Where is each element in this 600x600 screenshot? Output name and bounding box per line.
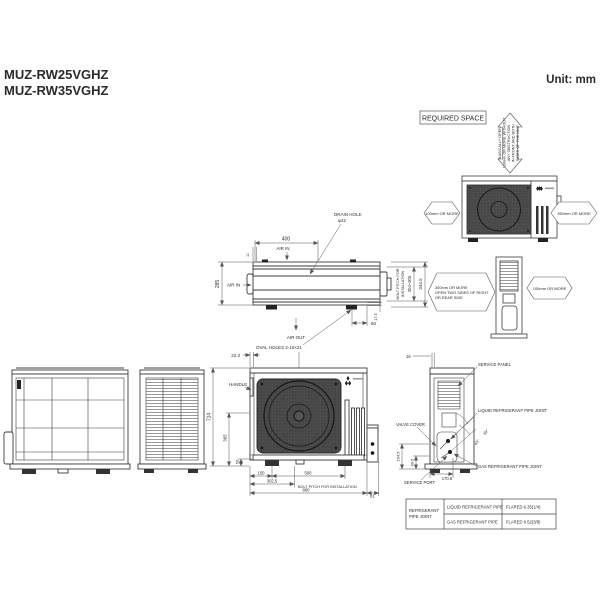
open-note-line: SIDES OF THE UNIT [516, 124, 520, 161]
clearance-right-label: 350mm OR MORE [557, 211, 591, 216]
refrigerant-pipe-table: REFRIGERANT PIPE JOINT LIQUID REFRIGERAN… [405, 498, 557, 530]
clearance-arrow-left [423, 201, 461, 225]
side-left-line: 300mm OR MORE [435, 285, 468, 290]
dim-400: 400 [282, 237, 291, 243]
model-number-2: MUZ-RW35VGHZ [4, 83, 109, 98]
table-cell-spec: FLARED 6.35(1/4) [506, 505, 541, 510]
clearance-arrow-side-right [526, 276, 573, 300]
side-left-line: OPEN TWO SIDES OF RIGHT [435, 290, 489, 295]
open-note-line: BASICALLY OPEN [498, 127, 502, 159]
dim-17-5: 17.5 [373, 312, 378, 321]
unit-label: Unit: mm [546, 74, 596, 86]
clearance-left-label: 100mm OR MORE [425, 211, 459, 216]
required-space-section: REQUIRED SPACE BASICALLY OPEN 100mm OR M… [419, 110, 598, 339]
bolt-pitch-note-1: BOLT PITCH FOR [396, 268, 400, 299]
bolt-pitch-note-2: INSTALLATION [401, 271, 405, 298]
air-out-label: AIR OUT [287, 335, 306, 340]
open-note-line: ANY OBSTRUCTION [507, 125, 511, 162]
air-in-left-label: AIR IN [227, 283, 240, 288]
open-space-arrow [497, 112, 523, 174]
required-space-side-unit [490, 256, 528, 339]
top-view: 400 AIR IN DRAIN HOLE φ42 11 285 AIR IN … [215, 212, 428, 350]
table-header-line: REFRIGERANT [409, 508, 439, 513]
required-space-box [419, 110, 487, 125]
model-number-1: MUZ-RW25VGHZ [4, 67, 109, 82]
side-right-label: 100mm OR MORE [533, 286, 567, 291]
liquid-joint-label: LIQUID REFRIGERANT PIPE JOINT [478, 408, 547, 413]
dim-50: 50 [235, 459, 240, 464]
dim-170-5: 170.5 [442, 476, 453, 481]
table-cell-spec: FLARED 9.52(3/8) [506, 520, 541, 525]
side-left-line: OR REAR SIDE [435, 295, 463, 300]
valve-cover-label: VALVE COVER [396, 422, 425, 427]
dim-150: 150 [258, 471, 266, 476]
louver-side-view [137, 367, 207, 473]
dim-302-5: 302.5 [267, 479, 278, 484]
dim-16: 16 [406, 354, 411, 359]
angle-35: 35° [482, 428, 490, 436]
open-note-line: 100mm OR MORE WITHOUT [503, 117, 507, 168]
dim-22-3: 22.3 [231, 353, 240, 358]
rear-view [3, 367, 131, 474]
bolt-pitch-label: BOLT PITCH FOR INSTALLATION [298, 485, 357, 489]
dim-60: 60 [371, 321, 377, 326]
clearance-arrow-side-left [427, 272, 496, 312]
dim-164-5: 164.5 [396, 451, 401, 462]
valve-side-view: 16 SERVICE PANEL LIQUID REFRIGERANT PIPE… [396, 353, 547, 485]
dim-500: 500 [305, 471, 313, 476]
dim-81: 81 [370, 494, 375, 499]
required-space-front-unit [461, 175, 562, 242]
table-cell-pipe: GAS REFRIGERANT PIPE [447, 520, 498, 525]
air-in-top-label: AIR IN [276, 246, 289, 251]
dim-365: 365 [223, 434, 228, 442]
service-panel-label: SERVICE PANEL [478, 362, 512, 367]
required-space-title: REQUIRED SPACE [422, 116, 484, 123]
clearance-arrow-right [550, 201, 598, 225]
gas-joint-label: GAS REFRIGERANT PIPE JOINT [478, 464, 542, 469]
oval-holes-label: OVAL HOLES 2-10×21 [256, 345, 302, 350]
mitsubishi-logo [344, 376, 363, 386]
service-port-label: SERVICE PORT [404, 480, 435, 485]
handle-label: HANDLE [229, 382, 247, 387]
drain-hole-label: DRAIN HOLE [334, 212, 362, 217]
dim-99-5: 99.5 [410, 458, 415, 467]
dim-11: 11 [246, 253, 250, 257]
angle-43: 43° [473, 438, 481, 446]
table-cell-pipe: LIQUID REFRIGERANT PIPE [447, 505, 503, 510]
mitsubishi-logo [536, 186, 554, 191]
dim-714: 714 [207, 413, 213, 422]
dim-800: 800 [303, 488, 311, 493]
dim-285: 285 [215, 280, 221, 289]
dim-304-305: 304~305 [407, 275, 412, 292]
table-header-line: PIPE JOINT [409, 514, 432, 519]
front-view: 22.3 HANDLE 714 365 50 [207, 352, 380, 499]
open-note-line: IN FRONT AND BOTH [512, 124, 516, 163]
drain-hole-dia: φ42 [338, 218, 346, 223]
dim-344-5: 344.5 [418, 278, 423, 290]
